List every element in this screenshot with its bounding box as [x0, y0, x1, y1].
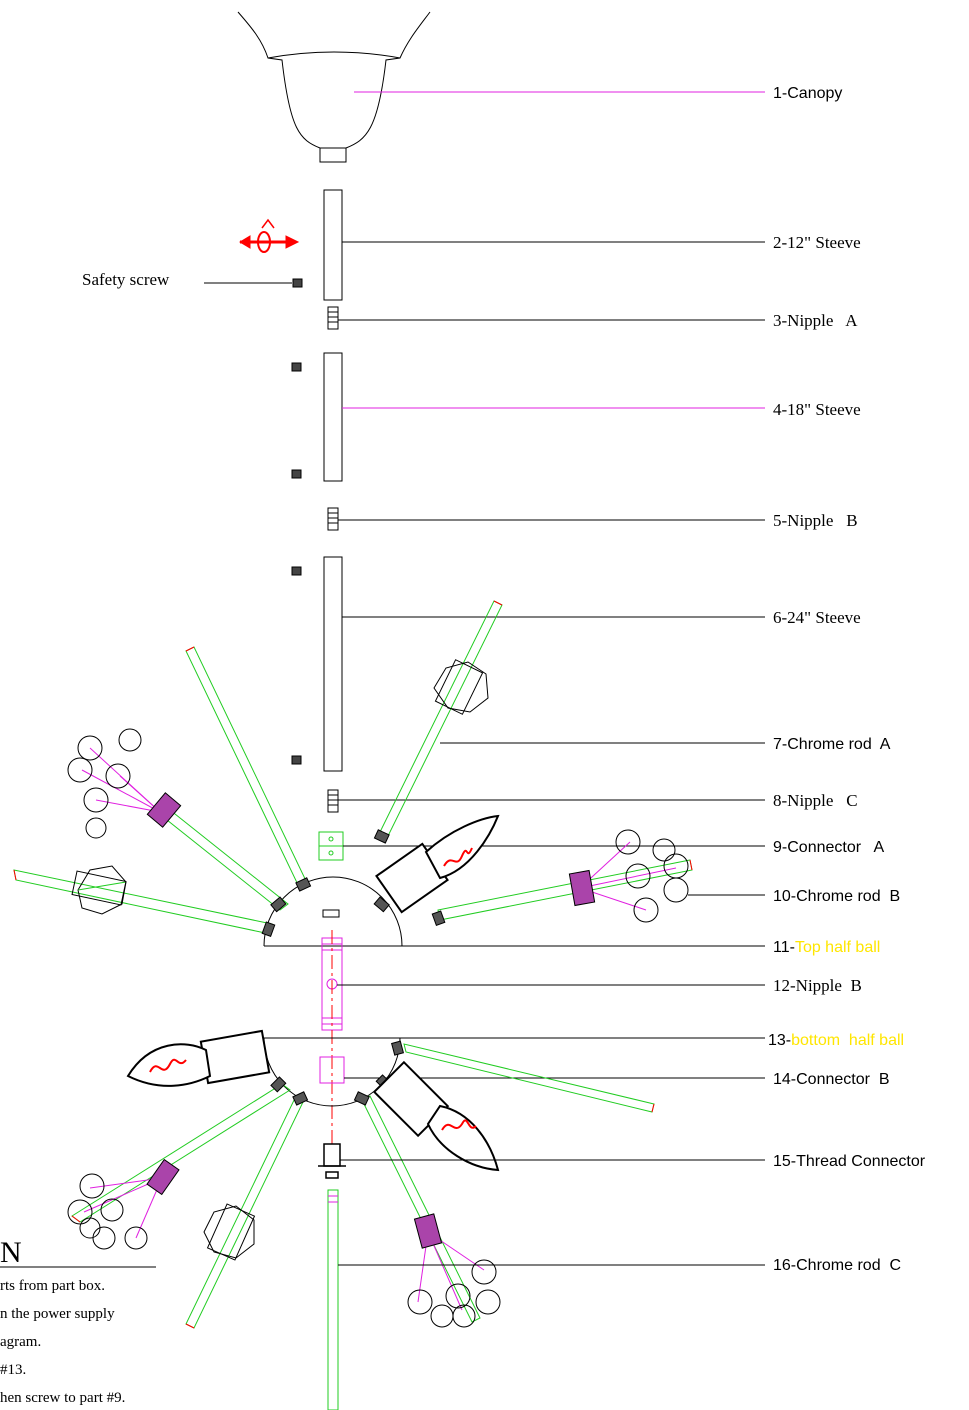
top-half-ball: [263, 876, 403, 947]
note-line-1: rts from part box.: [0, 1278, 105, 1294]
label-part-13: 13-bottom half ball: [768, 1032, 904, 1049]
screw-18-bottom: [291, 469, 302, 479]
label-part-5: 5-Nipple B: [773, 511, 858, 530]
label-part-14: 14-Connector B: [773, 1071, 890, 1088]
canopy: [237, 11, 431, 163]
rod-tips-lower: [71, 1103, 655, 1329]
label-part-15: 15-Thread Connector: [773, 1153, 926, 1170]
sockets-upper: [261, 829, 446, 937]
nipple-c: [327, 789, 339, 813]
bulb-lower-right: [372, 1060, 500, 1172]
screw-24-bottom: [291, 755, 302, 765]
rotation-arrow-icon: [239, 218, 300, 253]
screw-24-top: [291, 566, 302, 576]
crystal-octagon-lower: [203, 1203, 256, 1261]
nipple-b-upper: [327, 507, 339, 531]
label-part-3: 3-Nipple A: [773, 311, 858, 330]
sleeve-12: [323, 189, 343, 301]
sleeve-24: [323, 556, 343, 772]
label-part-8: 8-Nipple C: [773, 791, 858, 810]
label-part-2: 2-12" Steeve: [773, 233, 861, 252]
note-line-5: hen screw to part #9.: [0, 1390, 125, 1406]
chrome-rod-c: [327, 1189, 339, 1410]
crystal-octagon-left: [71, 865, 127, 915]
label-part-7: 7-Chrome rod A: [773, 736, 891, 753]
safety-screw-label: Safety screw: [82, 270, 170, 289]
bulb-lower-left: [126, 1029, 271, 1087]
label-part-10: 10-Chrome rod B: [773, 888, 900, 905]
note-line-4: #13.: [0, 1362, 26, 1378]
safety-screw: [292, 278, 303, 288]
label-part-16: 16-Chrome rod C: [773, 1257, 901, 1274]
crystal-cluster-upper-left: [67, 728, 182, 839]
label-part-12: 12-Nipple B: [773, 976, 862, 995]
thread-connector: [318, 1143, 346, 1179]
notes-heading: N: [0, 1236, 22, 1269]
crystal-octagon-top: [433, 659, 489, 715]
crystal-cluster-right: [568, 829, 689, 923]
connector-b: [319, 1056, 345, 1084]
connector-a: [318, 831, 344, 861]
nipple-a: [327, 306, 339, 330]
note-line-2: n the power supply: [0, 1306, 115, 1322]
bulb-upper: [375, 814, 500, 914]
label-part-9: 9-Connector A: [773, 839, 885, 856]
note-line-3: agram.: [0, 1334, 41, 1350]
label-part-6: 6-24" Steeve: [773, 608, 861, 627]
rod-tips-upper: [13, 600, 693, 881]
label-part-11: 11-Top half ball: [773, 939, 880, 956]
screw-18-top: [291, 362, 302, 372]
sleeve-18: [323, 352, 343, 482]
label-part-4: 4-18" Steeve: [773, 400, 861, 419]
crystal-cluster-lower-right: [407, 1213, 501, 1328]
crystal-cluster-lower-left: [67, 1158, 180, 1250]
label-part-1: 1-Canopy: [773, 85, 842, 102]
